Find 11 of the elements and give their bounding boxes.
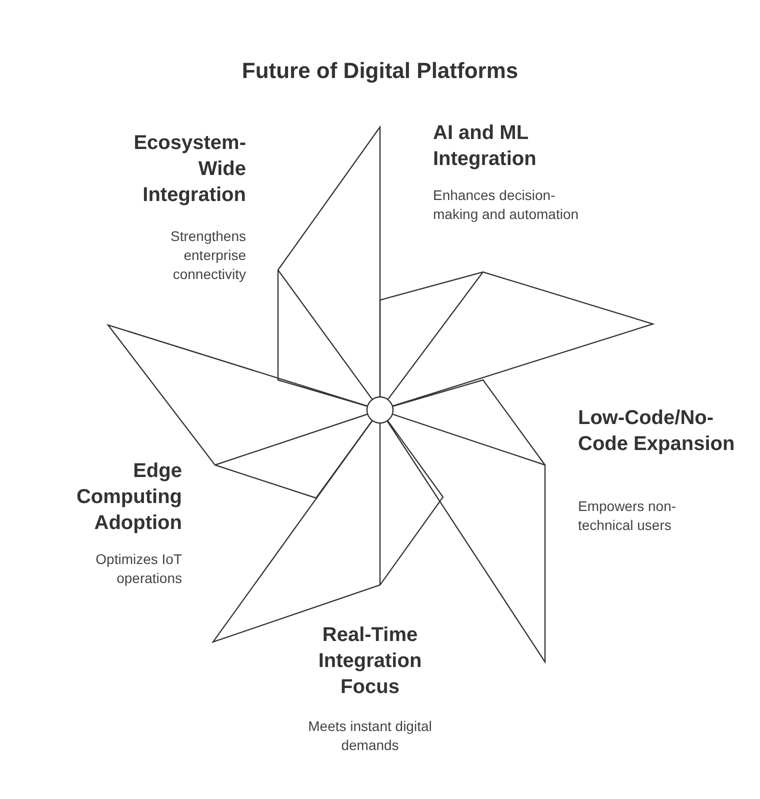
description-text: Enhances decision-making and automation bbox=[433, 186, 580, 224]
heading: Real-Time Integration Focus bbox=[317, 623, 423, 700]
heading: AI and ML Integration bbox=[433, 121, 538, 172]
title: Future of Digital Platforms bbox=[240, 58, 520, 84]
heading: Low-Code/No-Code Expansion bbox=[578, 406, 736, 457]
description-text: Empowers non-technical users bbox=[578, 497, 678, 535]
heading: Edge Computing Adoption bbox=[75, 459, 182, 536]
description-text: Optimizes IoT operations bbox=[94, 550, 182, 588]
heading: Ecosystem-Wide Integration bbox=[132, 131, 246, 208]
description-text: Meets instant digital demands bbox=[307, 717, 433, 755]
description-text: Strengthens enterprise connectivity bbox=[170, 227, 246, 284]
